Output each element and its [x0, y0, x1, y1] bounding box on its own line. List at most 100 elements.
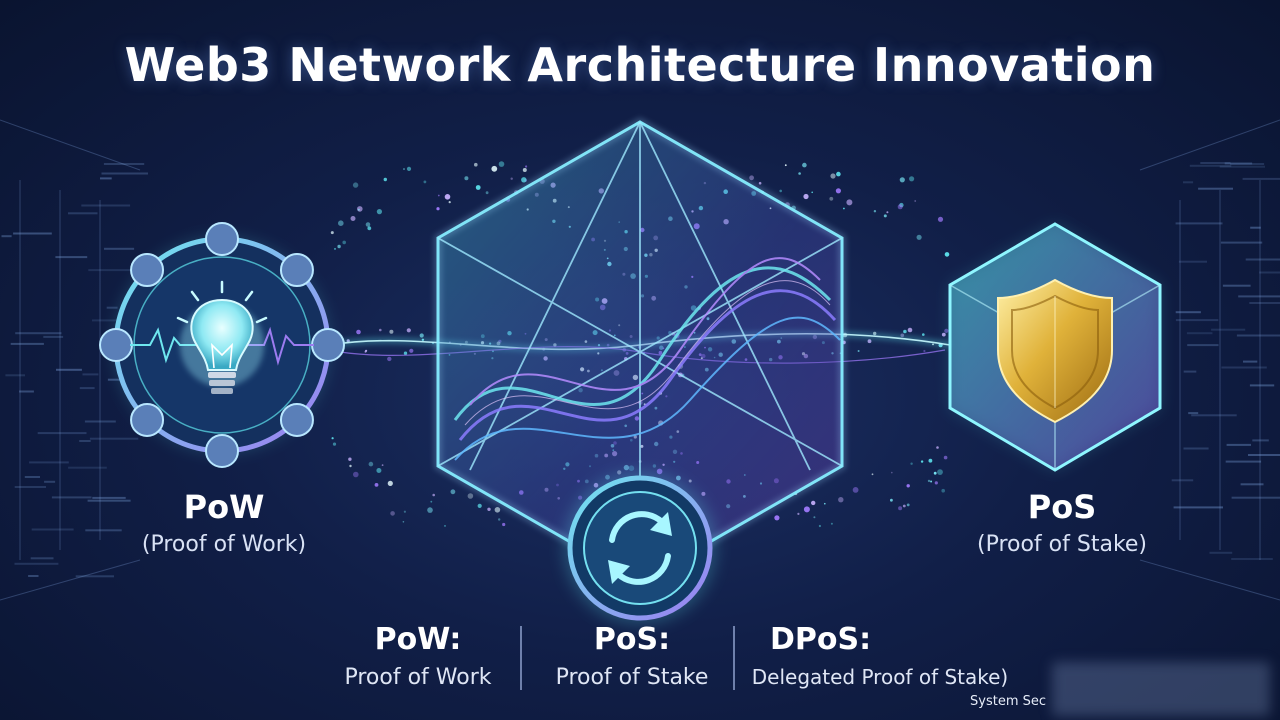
particle — [349, 464, 352, 468]
data-streak — [107, 378, 127, 381]
particle — [883, 214, 887, 218]
particle — [403, 168, 405, 170]
data-streak — [79, 440, 91, 442]
pos-label: PoS (Proof of Stake) — [912, 488, 1212, 557]
data-streak — [92, 496, 126, 499]
particle — [406, 166, 412, 171]
data-streak — [1249, 384, 1275, 387]
particle — [338, 220, 344, 226]
particle — [376, 209, 382, 215]
particle — [430, 500, 433, 503]
left-data-streaks — [1, 163, 156, 578]
particle — [798, 172, 801, 175]
beam-particle — [403, 351, 408, 355]
particle — [846, 199, 853, 206]
pos-full-name: (Proof of Stake) — [976, 532, 1148, 557]
particle — [487, 507, 491, 511]
data-streak — [28, 575, 39, 577]
data-streak — [1211, 328, 1246, 331]
particle — [830, 173, 836, 179]
data-streak — [10, 342, 44, 345]
data-streak — [24, 476, 40, 478]
particle — [332, 442, 337, 446]
particle — [843, 207, 845, 210]
particle — [383, 177, 387, 182]
data-streak — [1175, 311, 1201, 314]
data-streak — [85, 529, 122, 532]
data-streak — [1224, 162, 1253, 165]
particle — [350, 216, 356, 221]
particle — [937, 469, 943, 475]
particle — [902, 504, 906, 508]
particle — [749, 175, 754, 181]
particle — [818, 524, 822, 528]
particle — [357, 208, 360, 211]
particle — [464, 176, 469, 181]
particle — [928, 458, 933, 463]
particle — [871, 473, 874, 476]
particle — [906, 484, 910, 488]
divider — [733, 626, 735, 690]
page-title: Web3 Network Architecture Innovation — [124, 38, 1156, 92]
data-streak — [1189, 164, 1232, 167]
particle — [898, 506, 903, 511]
beam-particle — [387, 356, 392, 362]
beam-particle — [903, 329, 907, 334]
particle — [803, 506, 810, 513]
particle — [522, 168, 527, 172]
particle — [813, 516, 816, 519]
right-data-streaks — [1171, 162, 1280, 560]
particle — [838, 497, 844, 503]
data-streak — [89, 437, 139, 440]
particle — [475, 185, 481, 190]
divider — [520, 626, 522, 690]
particle — [811, 500, 816, 506]
beam-particle — [907, 327, 913, 333]
particle — [936, 446, 939, 449]
data-streak — [81, 204, 131, 207]
data-streak — [29, 461, 69, 464]
particle — [467, 493, 474, 499]
data-streak — [15, 332, 62, 335]
particle — [352, 182, 359, 188]
definition-term: PoS: — [593, 622, 671, 657]
data-streak — [1222, 284, 1251, 287]
particle — [367, 226, 372, 231]
data-streak — [51, 496, 92, 499]
particle — [899, 177, 905, 183]
data-streak — [100, 177, 112, 180]
data-streak — [1175, 222, 1223, 225]
data-streak — [1225, 460, 1262, 463]
blurred-watermark — [1052, 662, 1270, 716]
data-streak — [1188, 412, 1199, 415]
particle — [836, 171, 841, 177]
particle — [943, 455, 948, 460]
data-streak — [43, 335, 64, 338]
particle — [914, 200, 917, 202]
data-streak — [75, 575, 114, 578]
particle — [353, 471, 359, 478]
beam-particle — [409, 348, 414, 353]
data-streak — [1230, 163, 1265, 165]
particle — [521, 177, 527, 183]
particle — [937, 216, 944, 222]
data-streak — [1171, 479, 1194, 482]
data-streak — [1249, 302, 1280, 304]
data-streak — [1183, 447, 1209, 450]
beam-particle — [923, 349, 926, 353]
data-streak — [1175, 319, 1219, 322]
ring-node-dot — [311, 328, 345, 362]
beam-particle — [857, 350, 860, 352]
data-streak — [1183, 370, 1197, 373]
particle — [525, 165, 528, 168]
particle — [444, 194, 451, 200]
data-streak — [82, 373, 99, 376]
beam-particle — [365, 349, 368, 352]
sync-icon — [608, 511, 672, 585]
beam-particle — [379, 328, 382, 332]
definition-pow: PoW: Proof of Work — [320, 622, 516, 690]
pow-ring-nodes — [99, 222, 345, 468]
particle — [779, 189, 782, 193]
particle — [824, 502, 826, 505]
